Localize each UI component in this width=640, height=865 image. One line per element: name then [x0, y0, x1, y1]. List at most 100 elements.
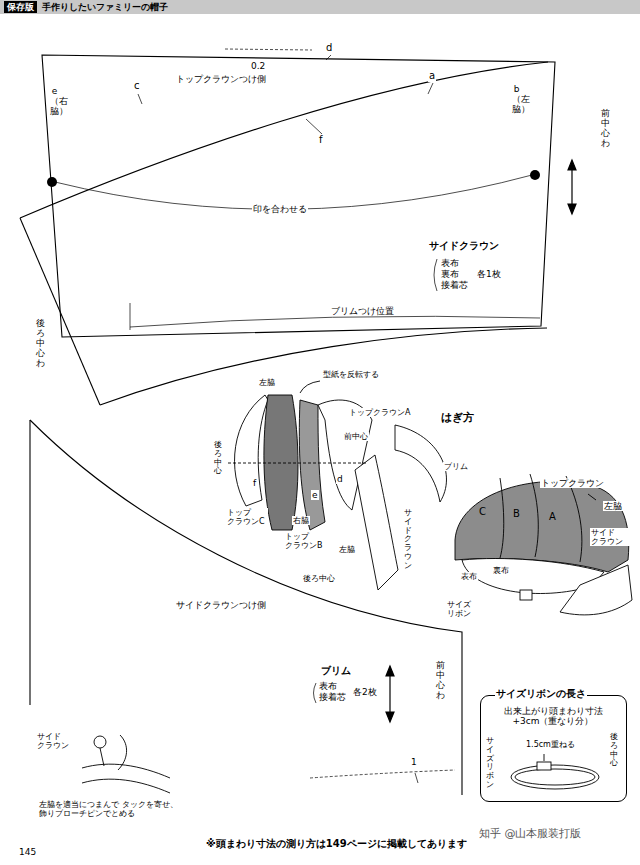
box-text: 後ろ中心 [610, 732, 618, 769]
pattern-outline [20, 62, 548, 218]
pattern-label: サイド クラウン [36, 732, 78, 750]
grain-arrow [386, 666, 394, 676]
assembly-sketch [228, 463, 366, 464]
pattern-label: ブリム [443, 462, 469, 471]
footnote: ※頭まわり寸法の測り方は149ページに掲載してあります [205, 838, 468, 850]
pattern-label: 接着芯 [318, 692, 347, 702]
note-box: サイズリボンの長さ出来上がり頭まわり寸法 +3cm（重なり分）1.5cm重ねる後… [480, 695, 627, 802]
pattern-label: 左脇 [258, 378, 276, 387]
guide-line [130, 316, 540, 327]
cap-illustration [455, 474, 632, 615]
pattern-label: 右脇 [292, 516, 310, 525]
pattern-label: トップクラウンつけ側 [175, 74, 267, 84]
pattern-label: トップ クラウンB [284, 532, 326, 550]
pattern-label: 左脇を適当につまんで タックを寄せ、飾りブローチピンでとめる [38, 800, 215, 818]
pattern-label: 前中心わ [601, 108, 610, 150]
guide-line [326, 55, 331, 60]
guide-line [415, 773, 418, 783]
pattern-label: 表布 [460, 572, 478, 581]
cap-illustration [566, 476, 582, 562]
grain-arrow [389, 674, 390, 714]
pattern-label: サイドクラウン [404, 508, 412, 572]
tack-sketch [100, 748, 104, 766]
tack-sketch [82, 764, 170, 778]
pattern-label: c [133, 80, 141, 92]
grain-arrow [386, 712, 394, 722]
cap-illustration [530, 474, 538, 557]
guide-line [55, 49, 540, 783]
pattern-label: b（左脇） [512, 84, 521, 116]
tack-sketch [94, 736, 106, 748]
pattern-outline [20, 218, 100, 405]
cap-illustration [520, 590, 532, 600]
pattern-label: 後ろ中心 [302, 574, 336, 583]
notch-dot [530, 170, 540, 180]
assembly-sketch [264, 395, 298, 530]
pattern-label: トップクラウンA [348, 408, 411, 417]
header-bar [0, 0, 640, 14]
pattern-label: ブリムつけ位置 [330, 306, 395, 316]
size-ribbon-sketch [511, 765, 599, 789]
tack-sketch [82, 735, 170, 793]
guide-line [310, 770, 455, 778]
watermark: 知乎 @山本服装打版 [478, 828, 583, 841]
piece-name: ブリム [320, 665, 352, 677]
notch-dot [47, 170, 540, 187]
pattern-label: f [252, 478, 257, 488]
pattern-label: 各1枚 [476, 269, 502, 279]
guide-line [434, 259, 437, 291]
pattern-label: a [428, 70, 436, 82]
assembly-sketch [235, 395, 268, 506]
guide-line [314, 683, 317, 703]
pattern-label: 前中心 [343, 432, 369, 441]
assembly-sketch [395, 425, 446, 502]
pattern-label: C [478, 506, 487, 518]
cap-illustration [560, 565, 632, 615]
pattern-label: 各2枚 [352, 687, 378, 697]
pattern-label: サイド クラウン [590, 528, 632, 546]
pattern-outline [100, 328, 547, 405]
running-title: 手作りしたいファミリーの帽子 [41, 1, 169, 13]
pattern-label: サイドクラウンつけ側 [175, 600, 267, 610]
pattern-label: 裏布 [492, 566, 510, 575]
pattern-label: 1 [410, 757, 418, 767]
guide-line [138, 94, 142, 104]
size-ribbon-sketch [515, 769, 595, 785]
box-text: 出来上がり頭まわり寸法 +3cm（重なり分） [493, 706, 613, 727]
grain-arrow [568, 204, 576, 214]
grain-arrow [386, 160, 576, 722]
pattern-label: e [311, 490, 319, 500]
assembly-sketch [300, 381, 320, 393]
tack-sketch [82, 779, 170, 793]
pattern-label: 表布 [440, 258, 460, 268]
pattern-label: 裏布 [440, 269, 460, 279]
pattern-label: d [336, 474, 344, 484]
notch-dot [47, 177, 57, 187]
header-bar [0, 0, 640, 14]
cap-illustration [500, 478, 504, 558]
guide-line [428, 83, 433, 94]
assembly-sketch [299, 400, 325, 530]
box-heading: 保存版 [7, 1, 34, 13]
pattern-label: 左脇 [338, 545, 356, 554]
pattern-label: 接着芯 [440, 280, 469, 290]
pattern-outline [42, 55, 555, 337]
pattern-label: 0.2 [250, 61, 266, 71]
pattern-label: 後ろ中心わ [36, 318, 45, 369]
guide-line [306, 119, 322, 134]
guide-line [225, 49, 312, 50]
piece-name: はぎ方 [440, 412, 475, 425]
box-text: 1.5cm重ねる [525, 740, 576, 749]
cap-illustration [588, 494, 596, 500]
header-tag: 保存版 [4, 1, 37, 13]
guide-line [130, 303, 131, 330]
pattern-label: f [318, 134, 324, 146]
pattern-label: 左脇 [603, 501, 623, 511]
pattern-outline [20, 55, 555, 795]
pattern-label: A [548, 511, 557, 523]
pattern-label: 後ろ中心 [214, 440, 222, 477]
pattern-label: 145 [18, 847, 37, 857]
pattern-label: 印を合わせる [252, 204, 308, 214]
pattern-label: トップクラウン [540, 478, 605, 488]
